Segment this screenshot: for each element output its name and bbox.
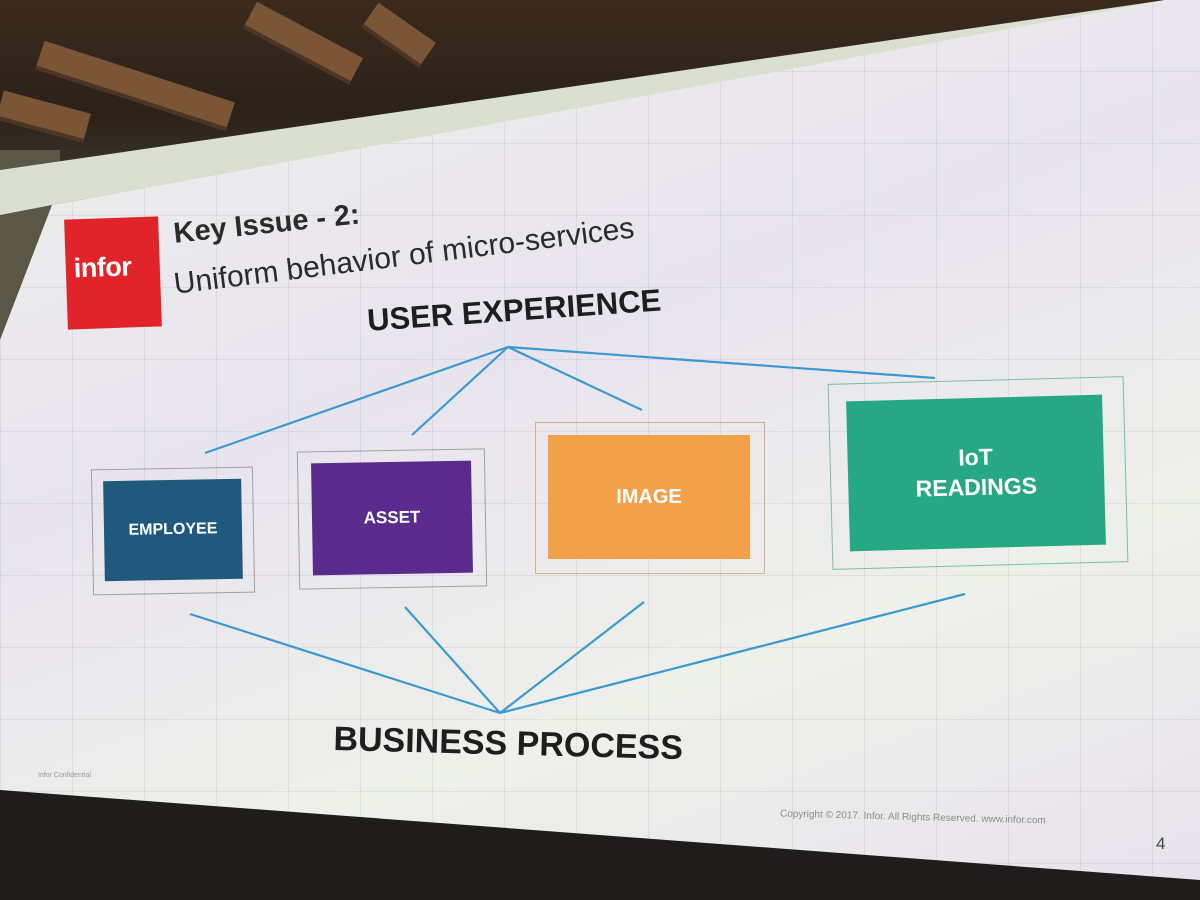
- employee-service-box: EMPLOYEE: [103, 478, 243, 582]
- connector-line: [204, 345, 509, 455]
- connector-line: [499, 601, 645, 714]
- connector-line: [499, 592, 966, 715]
- connector-line: [411, 346, 509, 436]
- page-number: 4: [1156, 834, 1166, 853]
- confidential-note: Infor Confidential: [38, 772, 91, 779]
- iot-readings-service-box: IoT READINGS: [846, 394, 1106, 552]
- connector-line: [404, 606, 501, 714]
- connector-line: [507, 345, 936, 380]
- asset-service-box: ASSET: [311, 460, 473, 576]
- connector-line: [507, 346, 643, 411]
- image-box-outline: [535, 422, 765, 574]
- connector-line: [189, 612, 501, 715]
- image-service-box: IMAGE: [548, 435, 750, 559]
